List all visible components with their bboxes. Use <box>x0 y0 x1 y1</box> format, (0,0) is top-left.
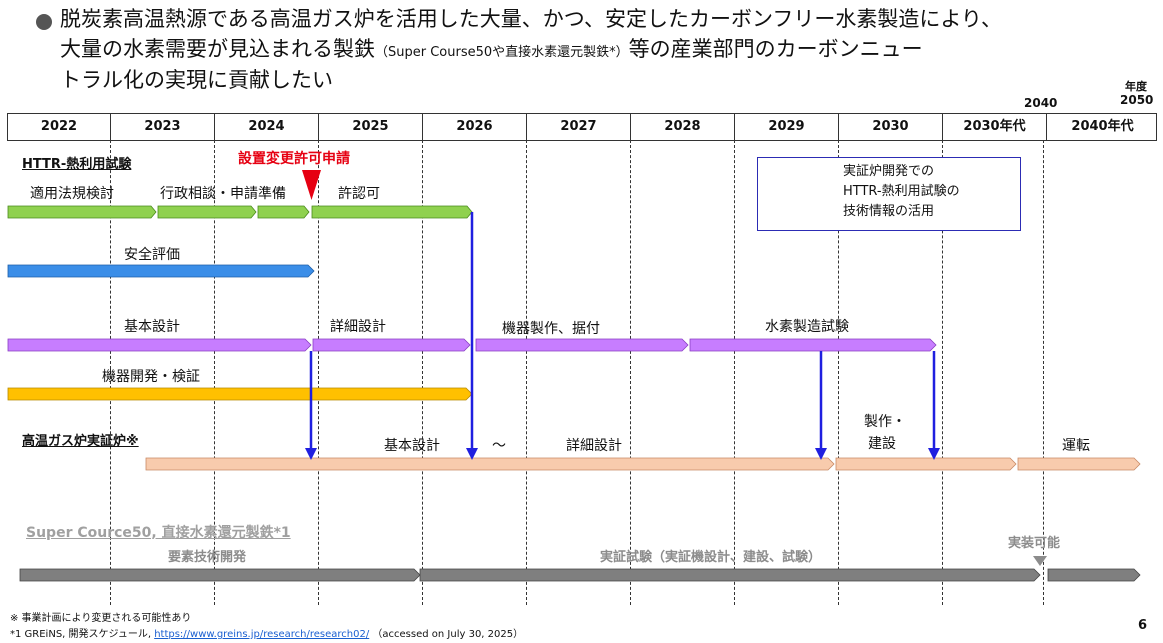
arrow-head <box>928 448 940 460</box>
bar-manufacture <box>475 338 689 352</box>
year-divider <box>214 140 215 605</box>
bar-basic-design <box>7 338 312 352</box>
headline-line2: 大量の水素需要が見込まれる製鉄（Super Course50や直接水素還元製鉄*… <box>60 34 923 68</box>
demo-label-detail: 詳細設計 <box>566 438 622 454</box>
demo-label-basic: 基本設計 <box>384 438 440 454</box>
task-label-manufacture: 機器製作、据付 <box>502 321 600 337</box>
bar-steel-final <box>1047 568 1141 582</box>
task-label-law-review: 適用法規検討 <box>30 186 114 202</box>
year-divider <box>318 140 319 605</box>
bullet-dot <box>36 14 52 30</box>
year-cell: 2029 <box>735 114 839 140</box>
year-cell: 2024 <box>215 114 319 140</box>
bar-demo-build <box>835 457 1017 471</box>
bar-permit <box>311 205 473 219</box>
legend-line: 技術情報の活用 <box>843 204 935 219</box>
task-label-basic-design: 基本設計 <box>124 319 180 335</box>
marker-2040: 2040 <box>1024 96 1058 110</box>
headline-line1: 脱炭素高温熱源である高温ガス炉を活用した大量、かつ、安定したカーボンフリー水素製… <box>60 7 1003 31</box>
year-divider <box>630 140 631 605</box>
bar-elemental <box>19 568 421 582</box>
year-cell: 2022 <box>8 114 111 140</box>
bar-detail-design <box>312 338 471 352</box>
year-divider <box>422 140 423 605</box>
demo-section-title: 高温ガス炉実証炉※ <box>22 434 139 449</box>
year-cell: 2026 <box>423 114 527 140</box>
footnote-link[interactable]: https://www.greins.jp/research/research0… <box>154 629 370 640</box>
headline-line2-main: 大量の水素需要が見込まれる製鉄 <box>60 37 375 61</box>
headline-line2-small: （Super Course50や直接水素還元製鉄*） <box>375 45 629 60</box>
demo-label-build2: 建設 <box>868 436 896 452</box>
task-label-safety: 安全評価 <box>124 247 180 263</box>
year-cell: 2027 <box>527 114 631 140</box>
task-label-equip-dev: 機器開発・検証 <box>102 369 200 385</box>
fiscal-year-unit: 年度 <box>1125 80 1147 93</box>
year-cell: 2040年代 <box>1071 119 1134 134</box>
bar-consult <box>157 205 257 219</box>
year-cell: 2023 <box>111 114 215 140</box>
bar-h2-test <box>689 338 937 352</box>
bar-safety <box>7 264 315 278</box>
legend-box: 実証炉開発での HTTR-熱利用試験の 技術情報の活用 <box>757 157 1021 231</box>
milestone-triangle <box>302 170 321 200</box>
legend-line: 実証炉開発での <box>843 164 935 179</box>
footnote-2: *1 GREiNS, 開発スケジュール, https://www.greins.… <box>10 625 523 640</box>
httr-section-title: HTTR-熱利用試験 <box>22 157 132 172</box>
bar-demo-design <box>145 457 835 471</box>
task-label-h2-test: 水素製造試験 <box>765 319 849 335</box>
year-divider <box>526 140 527 605</box>
task-label-consult: 行政相談・申請準備 <box>160 186 286 202</box>
arrow-head <box>815 448 827 460</box>
bar-demo-test <box>419 568 1041 582</box>
bar-consult-2 <box>257 205 310 219</box>
steel-label-demo: 実証試験（実証機設計、建設、試験） <box>600 550 822 565</box>
milestone-label: 設置変更許可申請 <box>238 151 350 167</box>
year-cell: 2028 <box>631 114 735 140</box>
year-divider <box>734 140 735 605</box>
footnote-1: ※ 事業計画により変更される可能性あり <box>10 613 192 624</box>
demo-label-tilde: ～ <box>492 438 506 454</box>
year-header-row: 2022 2023 2024 2025 2026 2027 2028 2029 … <box>7 113 1157 141</box>
steel-label-ready: 実装可能 <box>1008 536 1061 551</box>
year-divider <box>1043 140 1044 605</box>
year-cell: 2025 <box>319 114 423 140</box>
steel-label-elemental: 要素技術開発 <box>168 550 247 565</box>
bar-demo-operate <box>1017 457 1141 471</box>
headline-line3: トラル化の実現に貢献したい <box>60 68 333 92</box>
footnote-2-pre: *1 GREiNS, 開発スケジュール, <box>10 629 151 640</box>
marker-2050: 2050 <box>1120 93 1154 107</box>
legend-text: 実証炉開発での HTTR-熱利用試験の 技術情報の活用 <box>843 162 960 222</box>
year-divider <box>838 140 839 605</box>
headline-line2-tail: 等の産業部門のカーボンニュー <box>628 37 923 61</box>
task-label-permit: 許認可 <box>338 186 380 202</box>
year-divider <box>942 140 943 605</box>
bar-equip-dev <box>7 387 473 401</box>
year-cell: 2030年代 <box>943 114 1047 140</box>
task-label-detail-design: 詳細設計 <box>330 319 386 335</box>
legend-line: HTTR-熱利用試験の <box>843 184 960 199</box>
year-divider <box>110 140 111 605</box>
demo-label-operate: 運転 <box>1062 438 1090 454</box>
year-cell: 2030 <box>839 114 943 140</box>
steel-section-title: Super Cource50, 直接水素還元製鉄*1 <box>26 525 291 541</box>
bar-law-review <box>7 205 157 219</box>
demo-label-build1: 製作・ <box>864 414 906 430</box>
footnote-2-post: （accessed on July 30, 2025） <box>372 629 524 640</box>
ready-triangle <box>1033 556 1047 566</box>
arrow-head <box>466 448 478 460</box>
page-number: 6 <box>1138 618 1148 633</box>
arrow-head <box>305 448 317 460</box>
